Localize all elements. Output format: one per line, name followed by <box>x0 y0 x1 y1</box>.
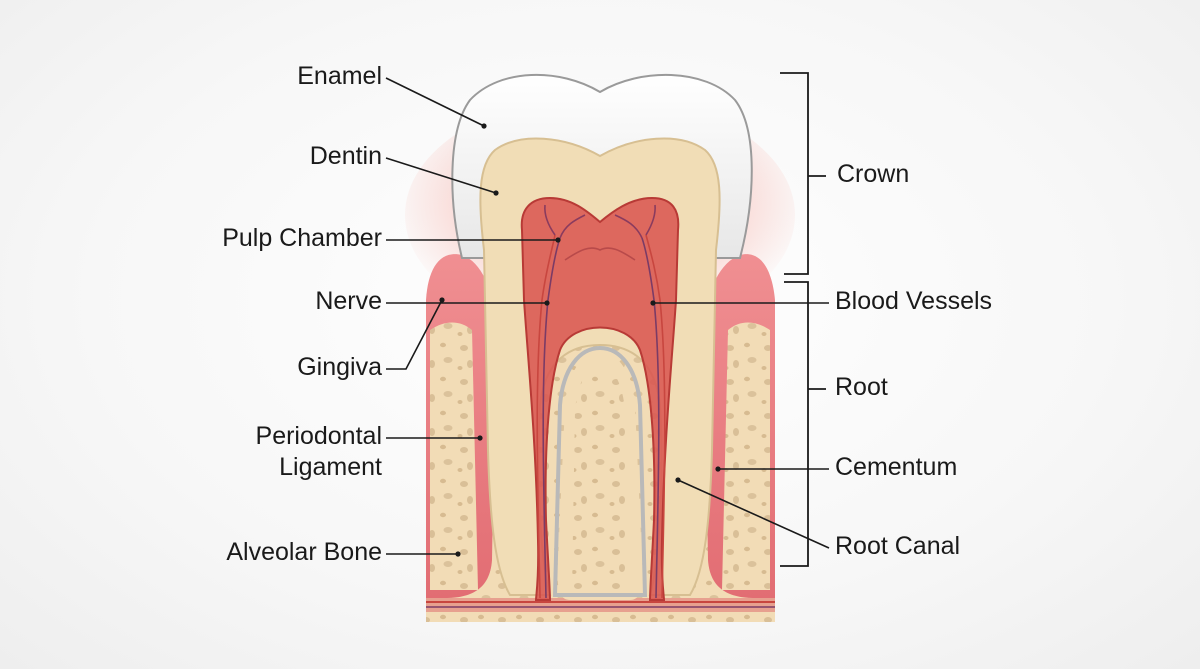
bottom-vessel-band <box>426 598 775 612</box>
label-root: Root <box>835 373 888 401</box>
label-pulp-chamber: Pulp Chamber <box>222 224 382 252</box>
pulp-chamber-shape <box>520 196 680 601</box>
label-cementum: Cementum <box>835 453 958 481</box>
label-root-canal: Root Canal <box>835 532 961 560</box>
leader-root-canal <box>677 479 830 549</box>
leader-enamel <box>385 77 485 127</box>
root-inner-bone <box>572 366 628 590</box>
label-alveolar-bone: Alveolar Bone <box>226 538 382 566</box>
root-inner-gum <box>552 345 648 597</box>
label-blood-vessels: Blood Vessels <box>835 287 993 315</box>
label-gingiva: Gingiva <box>297 353 382 381</box>
crown-bracket <box>780 72 826 275</box>
leader-lines <box>385 77 830 555</box>
bone-left <box>430 322 478 590</box>
label-periodontal-line2: Ligament <box>279 453 382 482</box>
leader-gingiva <box>386 299 443 370</box>
root-bracket <box>780 281 826 567</box>
nerve-branches <box>536 204 666 599</box>
label-dentin: Dentin <box>309 142 382 170</box>
leader-dots <box>439 123 721 557</box>
bone-right <box>722 322 770 590</box>
label-periodontal-line1: Periodontal <box>255 422 382 450</box>
leader-dentin <box>385 157 497 194</box>
label-periodontal-ligament: Periodontal Ligament <box>256 421 382 484</box>
label-enamel: Enamel <box>297 62 382 90</box>
label-nerve: Nerve <box>315 287 382 315</box>
label-crown: Crown <box>837 160 910 188</box>
